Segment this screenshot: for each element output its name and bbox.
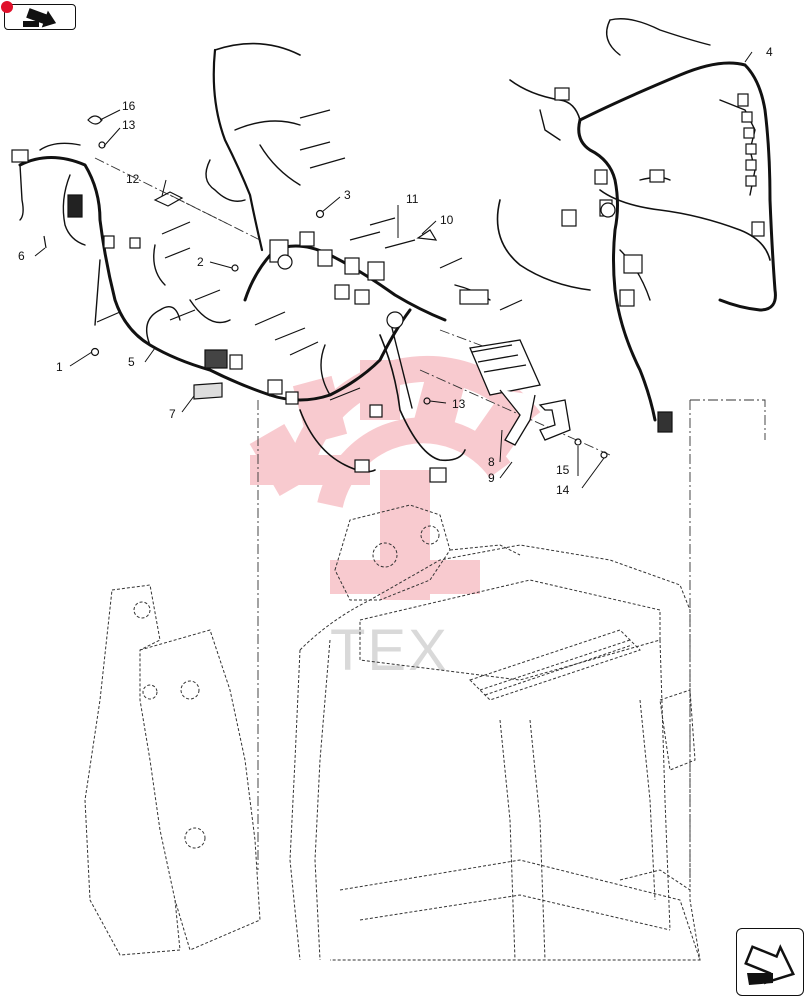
alignment-lines xyxy=(94,157,766,880)
next-page-button[interactable] xyxy=(736,928,804,996)
control-module xyxy=(469,339,571,446)
callout-10: 10 xyxy=(440,213,454,227)
watermark-logo xyxy=(249,356,541,600)
callout-6: 6 xyxy=(18,249,25,263)
callout-13-top: 13 xyxy=(122,118,136,132)
callout-8: 8 xyxy=(488,455,495,469)
callout-14: 14 xyxy=(556,483,570,497)
marker-dot xyxy=(1,1,13,13)
callout-labels: 1 2 3 4 5 6 7 8 9 10 11 12 13 13 14 15 1… xyxy=(18,45,773,497)
callout-2: 2 xyxy=(197,255,204,269)
cab-wire-harness xyxy=(496,18,777,422)
callout-13-bottom: 13 xyxy=(452,397,466,411)
previous-page-button[interactable] xyxy=(1,1,76,30)
watermark-text: TEX xyxy=(330,618,449,683)
callout-1: 1 xyxy=(56,360,63,374)
callout-3: 3 xyxy=(344,188,351,202)
main-wire-harness xyxy=(18,42,491,473)
callout-16: 16 xyxy=(122,99,136,113)
callout-7: 7 xyxy=(169,407,176,421)
callout-11: 11 xyxy=(406,192,419,206)
callout-leaders xyxy=(34,51,753,489)
callout-4: 4 xyxy=(766,45,773,59)
next-page-arrow-icon xyxy=(744,944,796,985)
fasteners xyxy=(43,109,608,459)
callout-15: 15 xyxy=(556,463,570,477)
callout-12: 12 xyxy=(126,172,140,186)
machine-frame xyxy=(84,504,701,961)
previous-page-arrow-icon xyxy=(23,8,57,28)
callout-5: 5 xyxy=(128,355,135,369)
callout-9: 9 xyxy=(488,471,495,485)
connectors xyxy=(11,87,765,483)
